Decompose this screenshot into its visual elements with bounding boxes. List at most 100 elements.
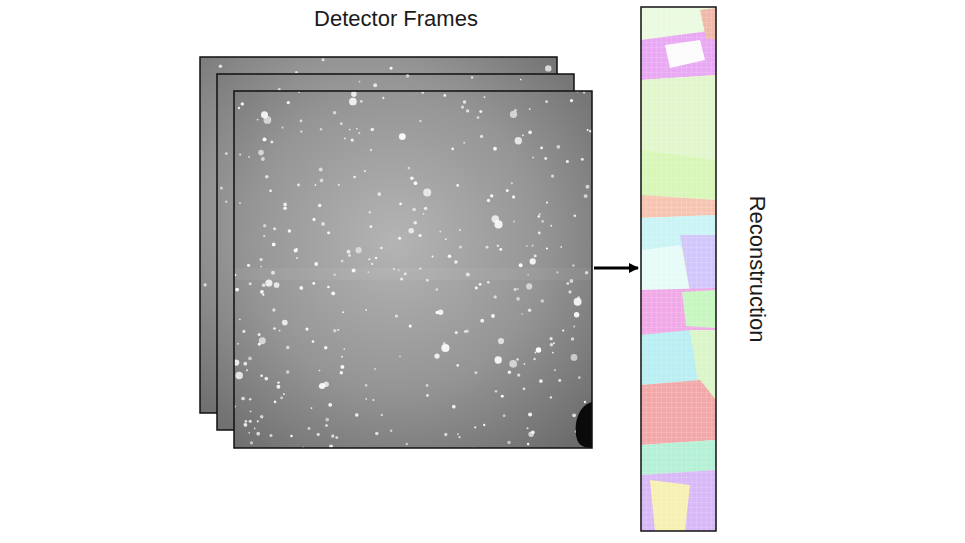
diffraction-spot — [404, 273, 407, 276]
diffraction-spot — [508, 371, 511, 374]
diffraction-spot — [272, 308, 275, 311]
diffraction-spot — [239, 202, 241, 204]
diffraction-spot — [204, 283, 207, 286]
diffraction-spot — [513, 220, 515, 222]
diffraction-spot — [566, 160, 569, 163]
diffraction-spot — [381, 414, 383, 416]
diffraction-spot — [245, 420, 248, 423]
diffraction-spot — [581, 158, 584, 161]
diffraction-spot — [456, 184, 459, 187]
diffraction-spot — [475, 286, 478, 289]
diffraction-spot — [249, 398, 251, 400]
diffraction-spot — [370, 149, 372, 151]
diffraction-spot — [408, 167, 411, 170]
diffraction-spot — [516, 297, 520, 301]
diffraction-spot — [249, 420, 252, 423]
diffraction-spot — [486, 246, 489, 249]
diffraction-spot — [408, 228, 414, 234]
diffraction-spot — [390, 67, 393, 70]
diffraction-spot — [294, 248, 298, 252]
diffraction-spot — [295, 71, 298, 74]
diffraction-spot — [314, 262, 318, 266]
diffraction-spot — [461, 105, 464, 108]
strip-label: Reconstruction — [744, 196, 770, 343]
diffraction-spot — [274, 401, 277, 404]
diffraction-spot — [398, 269, 400, 271]
diffraction-spot — [364, 170, 366, 172]
diffraction-spot — [419, 120, 422, 123]
diffraction-spot — [263, 235, 265, 237]
diffraction-spot — [423, 188, 431, 196]
diffraction-spot — [312, 218, 315, 221]
diffraction-spot — [340, 365, 344, 369]
diffraction-spot — [288, 229, 291, 232]
diffraction-spot — [585, 271, 588, 274]
diffraction-spot — [283, 203, 287, 207]
diffraction-spot — [300, 131, 302, 133]
diffraction-spot — [239, 153, 241, 155]
diffraction-spot — [495, 390, 497, 392]
diffraction-spot — [355, 413, 358, 416]
diffraction-spot — [340, 122, 343, 125]
diffraction-spot — [324, 346, 328, 350]
diffraction-spot — [283, 207, 287, 211]
group-title: Detector Frames — [314, 6, 478, 32]
diffraction-spot — [474, 371, 477, 374]
diffraction-spot — [444, 433, 447, 436]
diffraction-spot — [572, 264, 574, 266]
diffraction-spot — [471, 76, 473, 78]
diffraction-spot — [322, 58, 325, 61]
diffraction-spot — [374, 368, 376, 370]
diffraction-spot — [558, 379, 561, 382]
diffraction-spot — [414, 181, 418, 185]
diffraction-spot — [556, 271, 558, 273]
diffraction-spot — [550, 343, 553, 346]
diffraction-spot — [335, 436, 338, 439]
diffraction-spot — [277, 381, 279, 383]
diffraction-spot — [574, 298, 582, 306]
diffraction-spot — [546, 202, 548, 204]
diffraction-spot — [342, 311, 344, 313]
diffraction-spot — [409, 325, 412, 328]
diffraction-spot — [522, 134, 524, 136]
diffraction-spot — [367, 271, 369, 273]
diffraction-spot — [263, 224, 266, 227]
diffraction-spot — [562, 330, 564, 332]
diffraction-spot — [487, 199, 490, 202]
diffraction-spot — [258, 150, 264, 156]
diffraction-spot — [352, 269, 356, 273]
diffraction-spot — [477, 116, 480, 119]
diffraction-spot — [254, 428, 256, 430]
diffraction-spot — [250, 441, 253, 444]
diffraction-spot — [320, 179, 324, 183]
diffraction-spot — [331, 291, 335, 295]
diffraction-spot — [531, 430, 535, 434]
detector-frames-group: Detector Frames — [200, 6, 592, 448]
diffraction-spot — [257, 420, 259, 422]
diffraction-spot — [220, 186, 223, 189]
diffraction-spot — [549, 337, 552, 340]
diffraction-spot — [353, 176, 356, 179]
diffraction-spot — [250, 410, 252, 412]
diffraction-spot — [419, 268, 421, 270]
diffraction-spot — [286, 346, 289, 349]
diffraction-spot — [494, 220, 502, 228]
diffraction-spot — [248, 432, 250, 434]
diffraction-spot — [512, 195, 515, 198]
diffraction-spot — [541, 220, 544, 223]
diffraction-spot — [368, 258, 370, 260]
diffraction-spot — [544, 157, 547, 160]
diffraction-spot — [248, 357, 252, 361]
diffraction-spot — [423, 213, 425, 215]
diffraction-spot — [265, 175, 269, 179]
diffraction-spot — [344, 138, 346, 140]
diffraction-spot — [438, 310, 443, 315]
diffraction-spot — [260, 258, 263, 261]
diffraction-spot — [244, 423, 248, 427]
diffraction-spot — [274, 282, 280, 288]
diffraction-spot — [395, 314, 398, 317]
diffraction-spot — [539, 379, 543, 383]
diffraction-spot — [371, 263, 373, 265]
